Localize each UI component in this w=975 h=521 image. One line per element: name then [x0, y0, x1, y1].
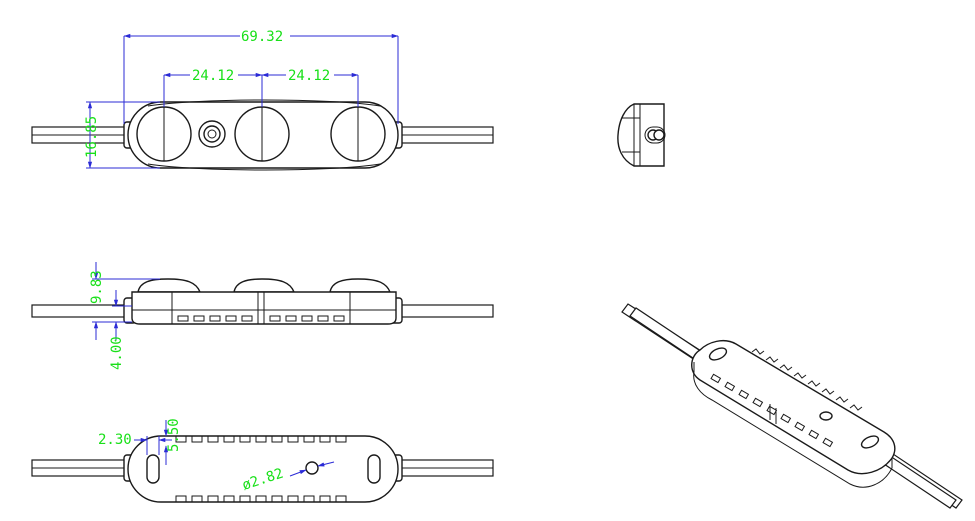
dim-pitch-right: 24.12 [288, 68, 330, 84]
dim-pitch-left: 24.12 [192, 68, 234, 84]
side-view: 9.83 4.00 [31, 262, 494, 370]
side-wire-right [392, 304, 494, 318]
iso-module-body [691, 340, 896, 475]
dim-overall-length: 69.32 [241, 29, 283, 45]
dim-base-height-side: 4.00 [109, 336, 125, 370]
module-body-bottom [127, 435, 399, 503]
dim-height-top: 16.85 [84, 116, 100, 158]
bottom-view: 2.30 5.50 ø2.82 [31, 418, 494, 503]
center-hole [305, 461, 319, 475]
end-wire-right [653, 129, 665, 141]
mounting-slot-left [146, 454, 160, 484]
top-view: 69.32 24.12 24.12 16.85 [31, 27, 494, 171]
dim-slot-width: 2.30 [98, 432, 132, 448]
side-wire-left [31, 304, 133, 318]
dim-total-height-side: 9.83 [89, 270, 105, 304]
dim-slot-height: 5.50 [166, 418, 182, 452]
mounting-slot-right [367, 454, 381, 484]
end-view [617, 103, 666, 167]
isometric-view [621, 303, 963, 509]
